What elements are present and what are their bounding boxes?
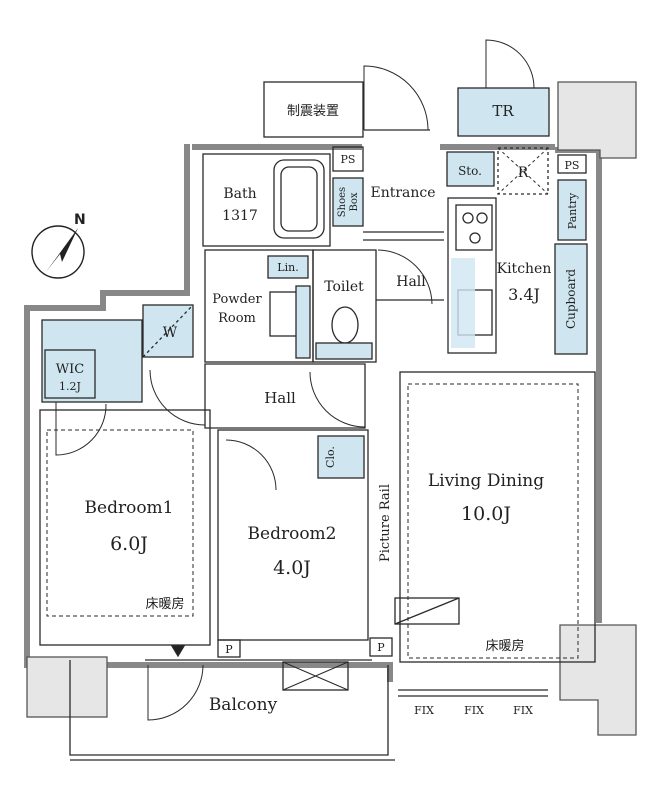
bedroom2-size: 4.0J: [273, 557, 311, 579]
living-name: Living Dining: [428, 471, 544, 491]
room-labels: 制震装置 TR PS PS Sto. R Bath 1317 Shoes Box…: [56, 102, 580, 717]
toilet-label: Toilet: [324, 279, 364, 295]
bath-room: [202, 153, 331, 247]
bedroom2-door-swing: [225, 439, 277, 491]
north-label: N: [74, 212, 86, 228]
hall-lower-outline: [204, 363, 366, 429]
wic-label-box: [44, 349, 96, 399]
bedroom1-floor-heating: [46, 429, 194, 617]
bedroom1-size: 6.0J: [110, 533, 148, 555]
living-size: 10.0J: [461, 503, 511, 525]
kitchen-name: Kitchen: [497, 261, 552, 277]
balcony-equipment-cross: [282, 661, 349, 691]
ps-top-box: [332, 146, 364, 172]
ps-right-label: PS: [565, 159, 580, 172]
bath-size: 1317: [222, 208, 258, 224]
right-bottom-column: [559, 624, 637, 736]
bedroom1-room: [39, 409, 211, 646]
bedroom2-room: [217, 429, 369, 641]
cupboard-box: [554, 243, 588, 355]
wic-size: 1.2J: [59, 380, 81, 393]
bath-name: Bath: [223, 186, 256, 202]
air-conditioner-icon: [394, 597, 460, 625]
shoes-box-label-2: Box: [349, 192, 360, 211]
hall-lower-door-right: [309, 371, 366, 428]
powder-label-2: Room: [218, 311, 256, 326]
sto-box: [446, 151, 495, 187]
north-arrow-icon: [31, 225, 85, 279]
r-label: R: [518, 165, 529, 181]
fix-label-3: FIX: [513, 704, 533, 717]
p-box-left: [217, 639, 241, 658]
toilet-icon: [331, 306, 359, 344]
refrigerator-space: [497, 147, 549, 195]
ac-diagonal: [394, 597, 460, 625]
pantry-label: Pantry: [566, 192, 579, 229]
shoes-box-label-1: Shoes: [337, 187, 348, 217]
refrigerator-cross: [497, 147, 549, 195]
lin-box: [267, 255, 309, 279]
gas-stove-icon: [455, 204, 493, 251]
picture-rail-label: Picture Rail: [378, 484, 393, 562]
entrance-label: Entrance: [370, 185, 435, 201]
seismic-device-box: [263, 81, 364, 138]
wic-name: WIC: [56, 362, 84, 377]
bedroom2-name: Bedroom2: [248, 524, 337, 544]
powder-room: [204, 249, 314, 363]
powder-label-1: Powder: [212, 292, 262, 307]
p-left-label: P: [225, 643, 233, 656]
balcony-label: Balcony: [209, 695, 278, 715]
tr-door-swing: [485, 39, 535, 89]
bathtub-icon: [273, 159, 325, 239]
wic-door-swing: [55, 402, 107, 456]
ps-right-box: [557, 154, 587, 174]
kitchen-size: 3.4J: [508, 285, 540, 304]
lin-label: Lin.: [277, 261, 298, 274]
floor-heating-label-1: 床暖房: [145, 596, 184, 612]
clo-box: [317, 435, 365, 479]
p-right-label: P: [377, 641, 385, 654]
balcony-door-swing: [147, 664, 204, 721]
burner-1: [462, 212, 474, 224]
bathtub-inner: [280, 166, 318, 232]
hall-lower-label: Hall: [264, 389, 296, 407]
entrance-door-swing: [363, 65, 429, 131]
balcony-outline: [69, 660, 389, 756]
floor-heating-label-2: 床暖房: [485, 638, 524, 654]
living-floor-heating: [407, 383, 579, 659]
burner-3: [469, 232, 481, 244]
kitchen-fixture-blue: [451, 258, 475, 348]
hall-door-swing: [377, 249, 433, 305]
toilet-fixture: [315, 342, 373, 360]
tr-box: [457, 87, 550, 137]
clo-label: Clo.: [324, 446, 337, 468]
kitchen-counter: [447, 197, 497, 354]
shoes-box: [332, 177, 364, 227]
seismic-device-label: 制震装置: [287, 104, 339, 119]
balcony-equipment: [282, 661, 349, 691]
outer-wall: [24, 144, 393, 682]
hall-lower-door-left: [149, 369, 206, 426]
burner-2: [476, 212, 488, 224]
hall-upper-label: Hall: [396, 274, 426, 290]
pantry-box: [557, 179, 587, 241]
sto-label: Sto.: [458, 164, 482, 178]
structure-lines: [24, 39, 637, 761]
bedroom1-name: Bedroom1: [85, 498, 174, 518]
w-label: W: [163, 325, 178, 341]
ps-top-label: PS: [341, 153, 356, 166]
right-column: [557, 81, 637, 159]
left-bottom-column: [26, 656, 108, 718]
sash-triangle: [170, 645, 186, 658]
washer-cross: [142, 304, 194, 358]
fix-label-2: FIX: [464, 704, 484, 717]
washbasin-fixture: [295, 285, 311, 359]
fix-label-1: FIX: [414, 704, 434, 717]
tr-label: TR: [492, 102, 514, 120]
cupboard-label: Cupboard: [564, 269, 578, 329]
p-box-right: [369, 637, 393, 657]
living-room: [399, 371, 596, 663]
